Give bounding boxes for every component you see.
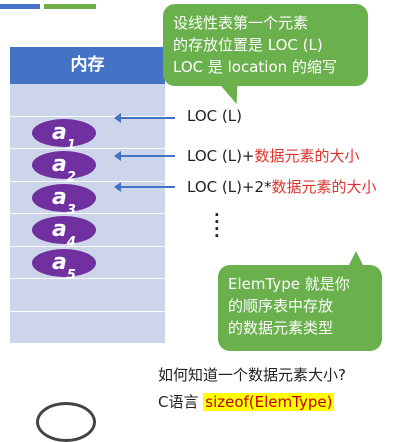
- callout-line: LOC 是 location 的缩写: [173, 58, 337, 76]
- callout-line: ElemType 就是你: [228, 275, 350, 293]
- label-loc-l: LOC (L): [187, 107, 242, 125]
- element-a1: a1: [32, 118, 96, 153]
- arrow-loc-l-plus-two: [114, 183, 175, 191]
- element-a5: a5: [32, 248, 96, 283]
- memory-cell-empty: [10, 311, 165, 344]
- arrow-loc-l-plus-one: [114, 152, 175, 160]
- c-language-line: C语言 sizeof(ElemType): [158, 391, 335, 412]
- label-loc-l-plus-two: LOC (L)+2*数据元素的大小: [187, 178, 377, 196]
- memory-header: 内存: [10, 47, 165, 84]
- element-a4: a4: [32, 216, 96, 250]
- question-text: 如何知道一个数据元素大小?: [158, 366, 346, 384]
- c-language-prefix: C语言: [158, 393, 204, 411]
- callout-tail: [348, 251, 364, 267]
- memory-cell: a5: [10, 246, 165, 283]
- memory-cell: a2: [10, 149, 165, 185]
- memory-cell: a4: [10, 214, 165, 250]
- element-a2: a2: [32, 151, 96, 185]
- accent-bar-blue: [0, 4, 40, 9]
- callout-line: 的存放位置是 LOC (L): [173, 36, 323, 54]
- callout-line: 设线性表第一个元素: [173, 14, 309, 32]
- callout-bubble-loc: 设线性表第一个元素 的存放位置是 LOC (L) LOC 是 location …: [163, 4, 368, 104]
- callout-line: 的顺序表中存放: [228, 297, 334, 315]
- memory-cell-empty: [10, 279, 165, 312]
- accent-bar-green: [44, 4, 96, 9]
- vertical-ellipsis: ····: [214, 206, 220, 245]
- memory-cell-empty: [10, 84, 165, 117]
- element-a3: a3: [32, 183, 96, 218]
- memory-column: 内存 a1 a2 a3 a4 a5: [10, 47, 165, 344]
- circle-fragment: [36, 402, 96, 442]
- callout-line: 的数据元素类型: [228, 319, 334, 337]
- arrow-loc-l: [114, 114, 175, 122]
- label-loc-l-plus-one: LOC (L)+数据元素的大小: [187, 147, 360, 165]
- memory-cell: a1: [10, 116, 165, 153]
- callout-tail: [219, 84, 245, 104]
- sizeof-code: sizeof(ElemType): [203, 393, 335, 411]
- callout-bubble-elemtype: ElemType 就是你 的顺序表中存放 的数据元素类型: [218, 251, 382, 351]
